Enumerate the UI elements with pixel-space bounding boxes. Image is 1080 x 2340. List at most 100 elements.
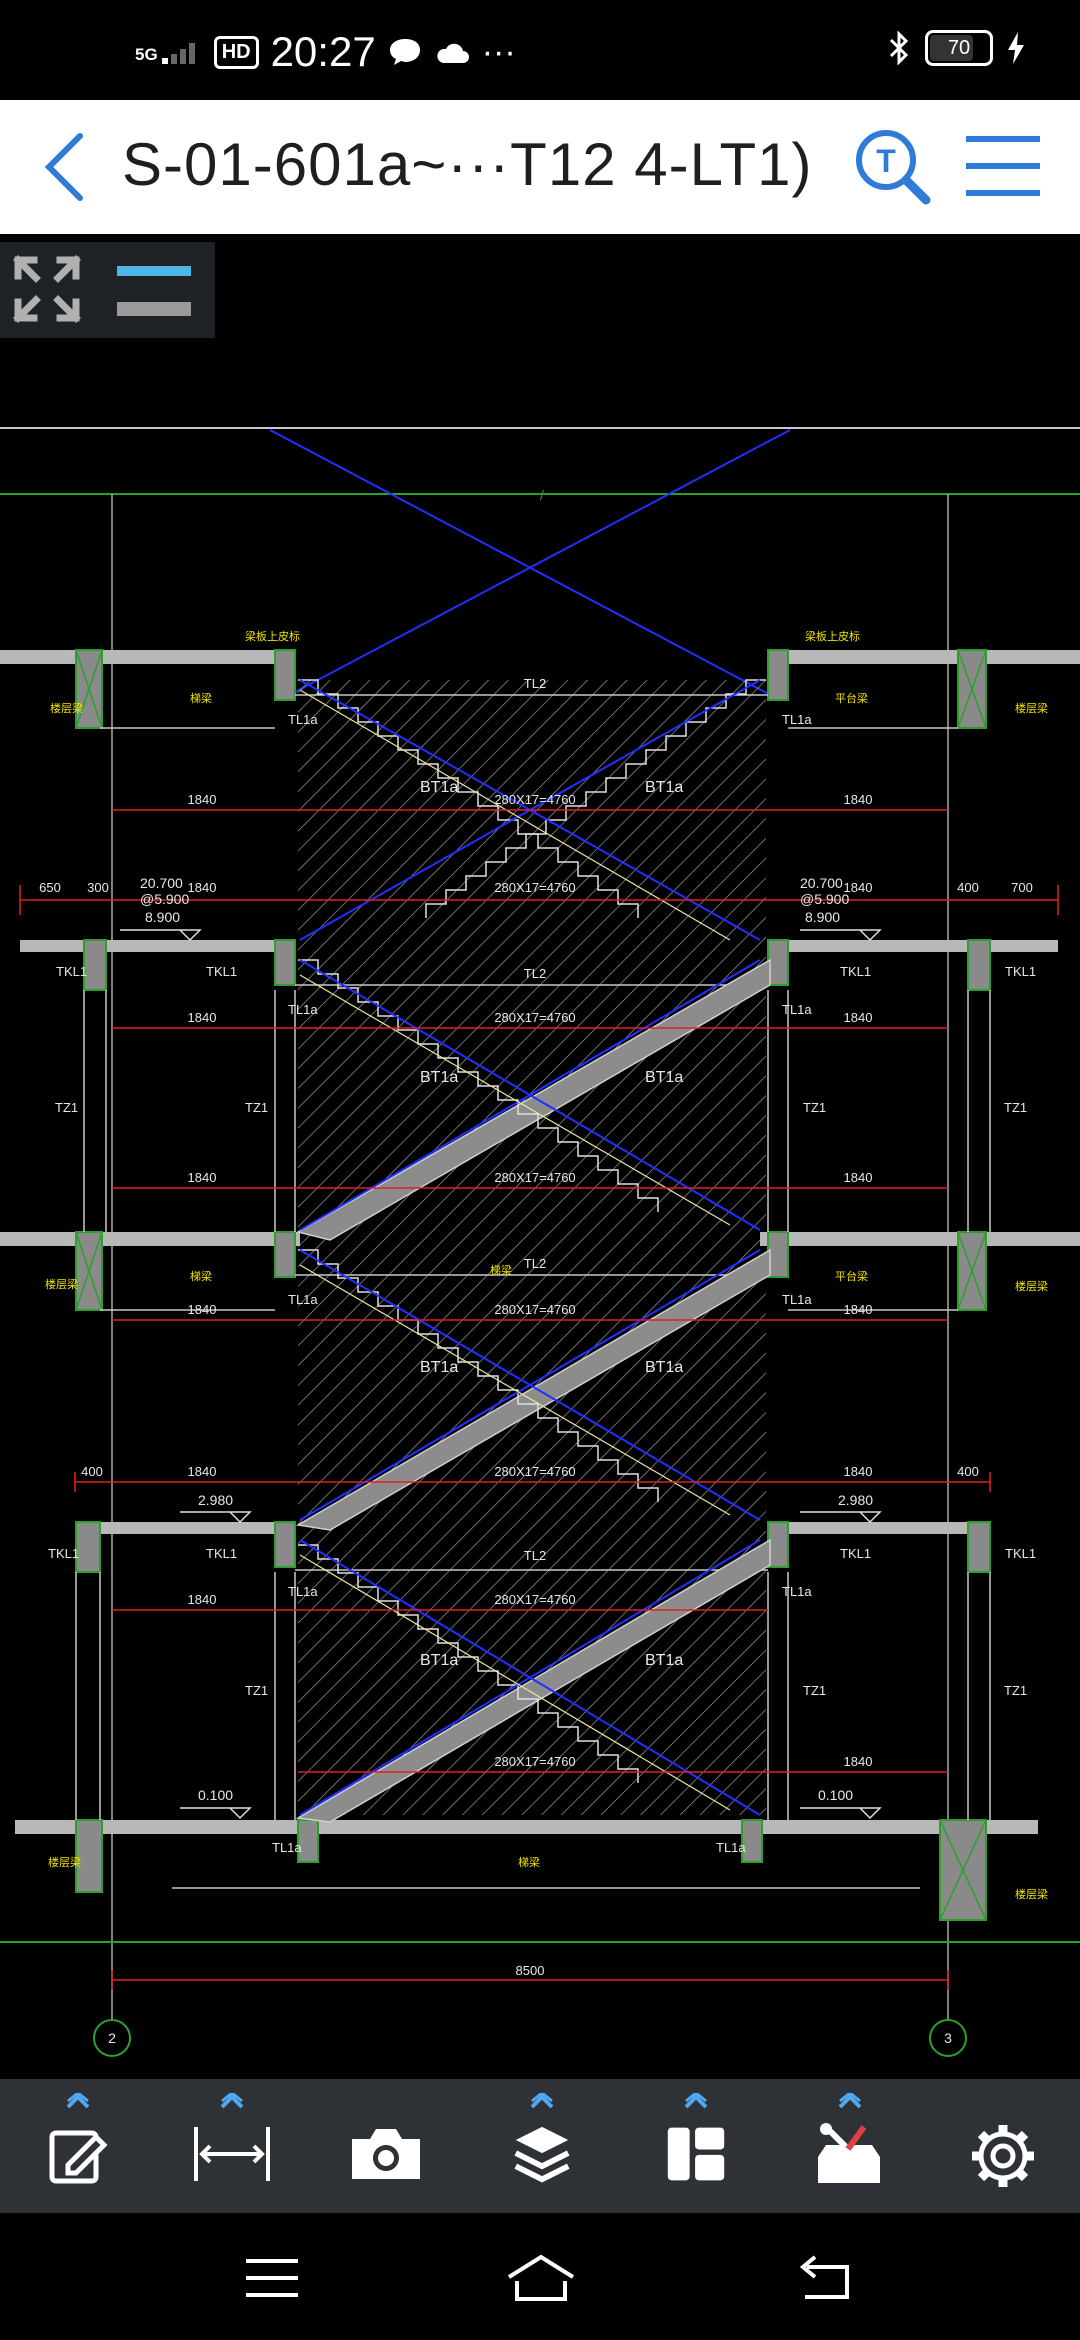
home-button[interactable]: [505, 2253, 577, 2303]
back-button[interactable]: [35, 130, 95, 204]
column-label-tz1: TZ1: [1004, 1683, 1027, 1698]
camera-tool[interactable]: [336, 2087, 436, 2207]
message-icon: [389, 39, 420, 65]
beam-label-tkl1: TKL1: [206, 1546, 237, 1561]
beam-label-tl1a: TL1a: [288, 1584, 318, 1599]
slab-label-bt1a: BT1a: [645, 1359, 683, 1376]
label-stair-beam: 梯梁: [518, 1855, 540, 1869]
dimension-1840: 1840: [188, 1302, 217, 1317]
beam-label-tkl1: TKL1: [206, 964, 237, 979]
battery-indicator: 70: [925, 30, 993, 66]
label-stair-beam: 梯梁: [190, 691, 212, 705]
recent-apps-button[interactable]: [242, 2253, 302, 2303]
layers-tool[interactable]: [492, 2087, 592, 2207]
title-bar: S-01-601a~···T12 4-LT1) T: [0, 100, 1080, 234]
label-beam-top: 梁板上皮标: [805, 629, 860, 643]
stair-hatch: [298, 680, 766, 1815]
beam-label-tl1a: TL1a: [782, 1584, 812, 1599]
label-floor-beam: 楼层梁: [50, 701, 83, 715]
layers-icon: [514, 2126, 570, 2183]
beam-label-tl2: TL2: [524, 1548, 546, 1563]
total-width-dimension: 8500: [516, 1963, 545, 1978]
beam-label-tl2: TL2: [524, 676, 546, 691]
column-label-tz1: TZ1: [245, 1683, 268, 1698]
beam-label-tl1a: TL1a: [782, 712, 812, 727]
column-label-tz1: TZ1: [55, 1100, 78, 1115]
slab-label-bt1a: BT1a: [420, 779, 458, 796]
label-beam-top: 梁板上皮标: [245, 629, 300, 643]
edit-icon: [49, 2130, 108, 2184]
column-label-tz1: TZ1: [1004, 1100, 1027, 1115]
back-nav-button[interactable]: [795, 2253, 855, 2303]
cad-drawing: /: [0, 427, 1080, 2057]
beam-label-tkl1: TKL1: [840, 964, 871, 979]
slab-label-bt1a: BT1a: [645, 1652, 683, 1669]
line-weight-toggle[interactable]: [115, 262, 195, 322]
drawing-canvas[interactable]: /: [0, 234, 1080, 2079]
chevron-up-icon: [220, 2093, 244, 2109]
layout-tool[interactable]: [646, 2087, 746, 2207]
status-right: 70: [887, 30, 1025, 66]
label-stair-beam: 梯梁: [490, 1263, 512, 1277]
beam-label-tl1a: TL1a: [716, 1840, 746, 1855]
slab-label-bt1a: BT1a: [420, 1069, 458, 1086]
dimension-1840: 1840: [188, 1464, 217, 1479]
dimension-1840: 1840: [844, 880, 873, 895]
network-type: 5G: [135, 45, 158, 64]
settings-tool[interactable]: [954, 2087, 1054, 2207]
dimension-1840: 1840: [844, 792, 873, 807]
chevron-up-icon: [838, 2093, 862, 2109]
chevron-up-icon: [684, 2093, 708, 2109]
elevation-mid: @5.900: [140, 891, 189, 907]
dimension-300: 300: [87, 880, 109, 895]
camera-icon: [352, 2129, 420, 2179]
beam-label-tl1a: TL1a: [782, 1292, 812, 1307]
label-floor-beam: 楼层梁: [1015, 1279, 1048, 1293]
elevation-top: 20.700: [140, 875, 183, 891]
slab-label-bt1a: BT1a: [645, 779, 683, 796]
steps-dimension: 280X17=4760: [494, 880, 575, 895]
column-label-tz1: TZ1: [803, 1683, 826, 1698]
tools-tool[interactable]: [800, 2087, 900, 2207]
dimension-400: 400: [81, 1464, 103, 1479]
steps-dimension: 280X17=4760: [494, 792, 575, 807]
status-bar: 5G HD 20:27 ··· 70: [0, 0, 1080, 100]
dimension-1840: 1840: [844, 1754, 873, 1769]
slab-label-bt1a: BT1a: [645, 1069, 683, 1086]
dimension-400: 400: [957, 880, 979, 895]
beam-label-tl1a: TL1a: [288, 1002, 318, 1017]
steps-dimension: 280X17=4760: [494, 1302, 575, 1317]
beam-label-tkl1: TKL1: [56, 964, 87, 979]
slab-label-bt1a: BT1a: [420, 1359, 458, 1376]
elevation-2980: 2.980: [838, 1492, 873, 1508]
label-floor-beam: 楼层梁: [45, 1277, 78, 1291]
steps-dimension: 280X17=4760: [494, 1592, 575, 1607]
status-left: 5G HD 20:27 ···: [135, 28, 516, 76]
bottom-toolbar: [0, 2079, 1080, 2213]
dimension-1840: 1840: [844, 1170, 873, 1185]
dimension-1840: 1840: [188, 1010, 217, 1025]
text-search-button[interactable]: T: [852, 126, 932, 206]
fit-screen-icon[interactable]: [10, 252, 84, 326]
chevron-up-icon: [530, 2093, 554, 2109]
steps-dimension: 280X17=4760: [494, 1170, 575, 1185]
beam-label-tkl1: TKL1: [1005, 964, 1036, 979]
grid-label-right: 3: [944, 2030, 952, 2046]
clock: 20:27: [270, 28, 376, 75]
label-stair-beam: 梯梁: [190, 1269, 212, 1283]
dimension-1840: 1840: [188, 1170, 217, 1185]
elevation-0100: 0.100: [198, 1787, 233, 1803]
dimension-650: 650: [39, 880, 61, 895]
menu-button[interactable]: [964, 132, 1042, 200]
elevation-0100: 0.100: [818, 1787, 853, 1803]
hd-badge: HD: [213, 35, 259, 69]
dimension-1840: 1840: [188, 880, 217, 895]
beam-label-tl1a: TL1a: [288, 1292, 318, 1307]
edit-tool[interactable]: [28, 2087, 128, 2207]
label-platform-beam: 平台梁: [835, 1269, 868, 1283]
measure-tool[interactable]: [182, 2087, 282, 2207]
beam-label-tl1a: TL1a: [272, 1840, 302, 1855]
label-platform-beam: 平台梁: [835, 691, 868, 705]
label-floor-beam: 楼层梁: [1015, 1887, 1048, 1901]
column-label-tz1: TZ1: [803, 1100, 826, 1115]
